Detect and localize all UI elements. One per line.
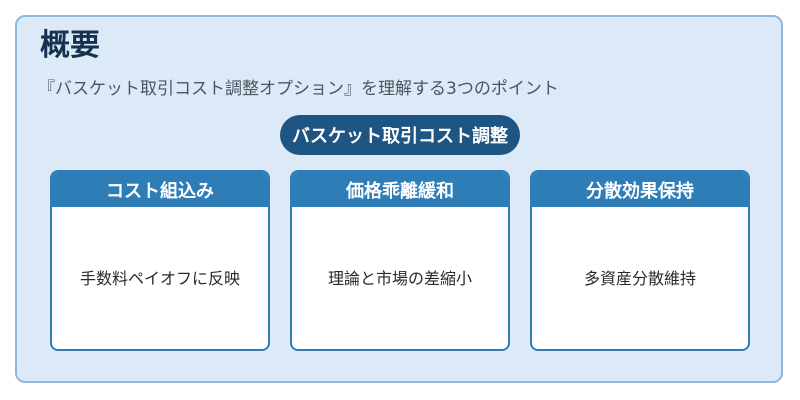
central-concept-pill: バスケット取引コスト調整 <box>280 115 520 155</box>
card-body: 手数料ペイオフに反映 <box>79 269 240 288</box>
card-header: コスト組込み <box>52 172 268 207</box>
card-body: 多資産分散維持 <box>583 269 696 288</box>
point-card-price-gap: 価格乖離緩和 理論と市場の差縮小 <box>290 170 510 351</box>
card-body: 理論と市場の差縮小 <box>327 269 472 288</box>
card-header: 価格乖離緩和 <box>292 172 508 207</box>
point-card-diversification: 分散効果保持 多資産分散維持 <box>530 170 750 351</box>
point-card-cost-inclusion: コスト組込み 手数料ペイオフに反映 <box>50 170 270 351</box>
card-header: 分散効果保持 <box>532 172 748 207</box>
page-title: 概要 <box>40 28 100 63</box>
page-subtitle: 『バスケット取引コスト調整オプション』を理解する3つのポイント <box>38 79 559 99</box>
